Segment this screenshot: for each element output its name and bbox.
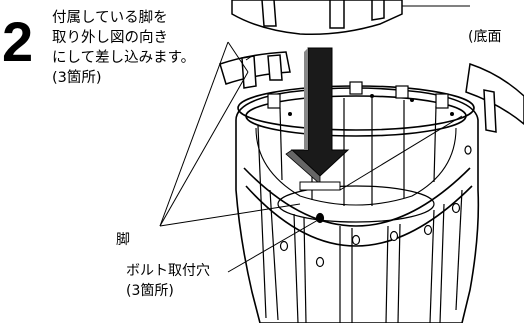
bolt-hole-label: ボルト取付穴	[126, 263, 210, 279]
instruction-line: (3箇所)	[52, 70, 102, 86]
bolt-hole-count-label: (3箇所)	[126, 283, 174, 299]
bottom-view-label: (底面	[468, 29, 502, 45]
instruction-text: 付属している脚を 取り外し図の向き にして差し込みます。 (3箇所)	[52, 8, 195, 88]
bolt-holes	[279, 145, 472, 268]
insert-arrow	[285, 47, 350, 191]
step-number: 2	[2, 10, 34, 73]
cylinder-body	[235, 85, 480, 323]
instruction-line: 付属している脚を	[52, 10, 168, 26]
back-leg-left	[219, 51, 291, 89]
leg-label: 脚	[116, 232, 130, 248]
instruction-line: 取り外し図の向き	[52, 30, 168, 46]
leader-lines	[159, 41, 463, 273]
panel-lines	[257, 98, 463, 323]
top-leg-piece	[231, 0, 470, 36]
instruction-line: にして差し込みます。	[52, 50, 196, 66]
